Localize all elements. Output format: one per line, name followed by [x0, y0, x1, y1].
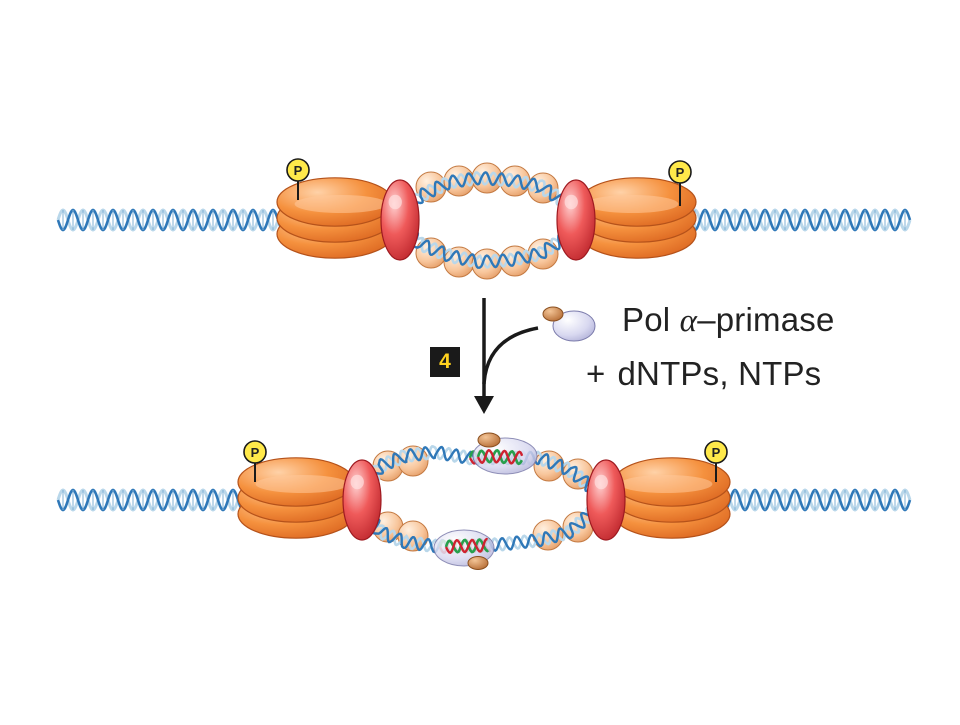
nucleosome-bead [527, 238, 559, 270]
unwound-bubble [401, 162, 573, 280]
strand-dark [476, 449, 524, 465]
red-ring-protein [380, 179, 420, 261]
reaction-arrow [474, 298, 539, 414]
red-ring-protein [556, 179, 596, 261]
origin-before-priming: P P [56, 158, 912, 280]
phospho-circle [668, 160, 692, 184]
origin-after-priming: P P [56, 432, 912, 570]
strand-dark [444, 537, 488, 554]
phospho-circle [704, 440, 728, 464]
step-number-badge: 4 [430, 347, 460, 377]
nucleosome-bead [443, 246, 475, 278]
mcm-highlight [585, 195, 679, 213]
reagent-input-curve [482, 326, 539, 385]
reagent-line-2: + dNTPs, NTPs [586, 355, 821, 393]
dna-duplex-right [718, 488, 912, 512]
ring-highlight [564, 194, 578, 210]
mcm-highlight [294, 195, 388, 213]
strand-dark [401, 227, 572, 269]
pol-alpha-primase-icon [542, 306, 596, 342]
phosphate-tag-left: P [286, 158, 310, 200]
substrates-text: dNTPs, NTPs [617, 355, 822, 392]
reagent-line-1: Pol α–primase [622, 301, 835, 340]
phospho-circle [286, 158, 310, 182]
red-ring-protein [586, 459, 626, 541]
gins-ring-left [380, 179, 420, 261]
dna-duplex-right [688, 208, 912, 232]
strand-dark [404, 171, 566, 217]
alpha-symbol: α [679, 303, 698, 339]
gins-ring-right [586, 459, 626, 541]
primase-cap-bottom [467, 556, 489, 570]
phospho-letter: P [251, 445, 260, 460]
dna-strand-dark [688, 208, 912, 232]
plus-sign: + [586, 355, 606, 392]
phospho-circle [243, 440, 267, 464]
ring-highlight [388, 194, 402, 210]
mcm-highlight [255, 475, 349, 493]
primase-cap-top [477, 432, 501, 448]
reagent-enzyme-suffix: –primase [697, 301, 835, 338]
mcm-helicase-left [237, 457, 355, 539]
mcm-helicase-right [579, 177, 697, 259]
red-ring-protein [342, 459, 382, 541]
mcm-helicase-right [613, 457, 731, 539]
ring-highlight [350, 474, 364, 490]
phospho-letter: P [676, 165, 685, 180]
bound-pol-alpha-primase [433, 432, 538, 570]
phosphate-tag-right: P [668, 160, 692, 206]
dna-strand-light [56, 208, 292, 232]
dna-duplex-left [56, 488, 252, 512]
ring-highlight [594, 474, 608, 490]
strand-light [401, 171, 573, 215]
dna-strand-dark [56, 488, 252, 512]
mcm-highlight [619, 475, 713, 493]
dna-strand-dark [56, 208, 292, 232]
strand-light [404, 225, 568, 269]
gins-ring-left [342, 459, 382, 541]
phospho-letter: P [712, 445, 721, 460]
gins-ring-right [556, 179, 596, 261]
dna-duplex-left [56, 208, 292, 232]
phosphate-tag-left: P [243, 440, 267, 482]
phospho-letter: P [294, 163, 303, 178]
mcm-helicase-left [276, 177, 394, 259]
phosphate-tag-right: P [704, 440, 728, 482]
reagent-enzyme-name: Pol [622, 301, 680, 338]
